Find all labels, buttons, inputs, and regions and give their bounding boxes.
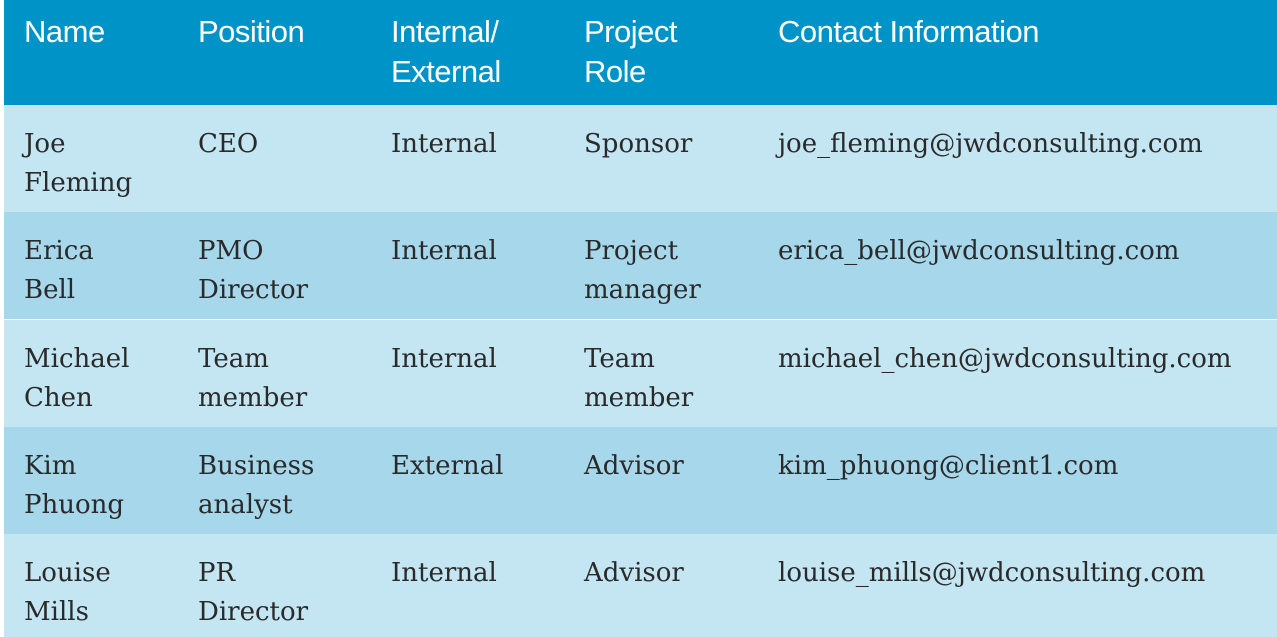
header-position: Position [198,14,305,49]
cell-internal-external: External [391,451,504,481]
cell-project-role: Advisor [584,451,684,481]
cell-internal-external: Internal [391,344,497,374]
cell-internal-external: Internal [391,129,497,159]
cell-project-role: Sponsor [584,129,693,159]
cell-contact: kim_phuong@client1.com [778,451,1119,481]
cell-internal-external: Internal [391,236,497,266]
cell-position: CEO [198,129,259,159]
header-contact: Contact Information [778,14,1040,49]
cell-internal-external: Internal [391,558,497,588]
header-name: Name [24,14,105,49]
cell-contact: joe_fleming@jwdconsulting.com [778,129,1203,159]
cell-contact: erica_bell@jwdconsulting.com [778,236,1180,266]
cell-contact: louise_mills@jwdconsulting.com [778,558,1206,588]
header-internal-external: Internal/External [391,14,501,89]
cell-project-role: Advisor [584,558,684,588]
cell-contact: michael_chen@jwdconsulting.com [778,344,1232,374]
